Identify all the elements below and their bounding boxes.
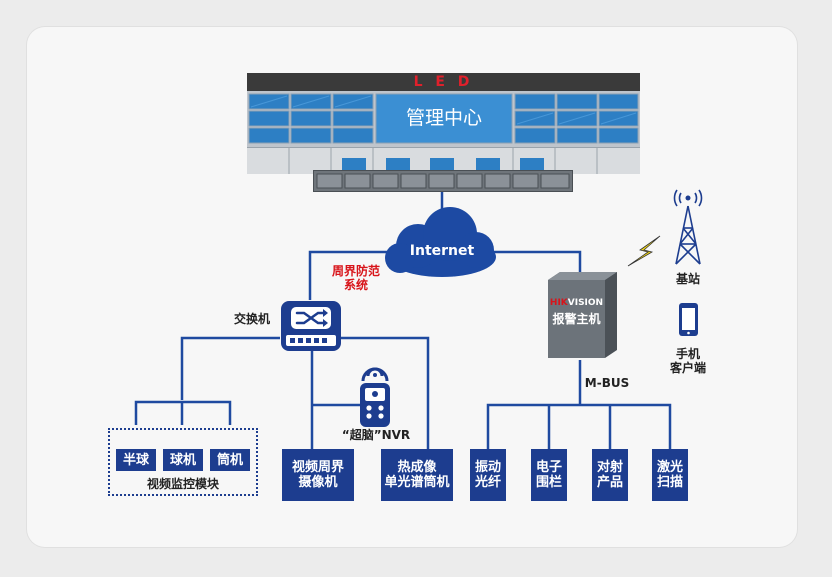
detector-beam-product: 对射 产品 xyxy=(592,449,628,501)
detector-laser-scan: 激光 扫描 xyxy=(652,449,688,501)
control-center: L E D 管理中心 xyxy=(247,73,640,174)
video-perimeter-camera: 视频周界 摄像机 xyxy=(282,449,354,501)
nvr-label: “超脑”NVR xyxy=(341,428,411,442)
video-module-item-dome: 半球 xyxy=(116,449,156,471)
video-module-title: 视频监控模块 xyxy=(146,477,219,491)
video-wall: 管理中心 xyxy=(247,91,640,147)
video-module-item-speed-dome: 球机 xyxy=(163,449,203,471)
brand-suffix: VISION xyxy=(567,298,604,308)
led-label: L E D xyxy=(413,74,474,90)
led-sign: L E D xyxy=(247,73,640,91)
video-module-item-label: 半球 xyxy=(122,452,149,468)
control-center-title: 管理中心 xyxy=(405,107,482,129)
video-module-item-label: 球机 xyxy=(169,452,196,468)
thermal-camera: 热成像 单光谱筒机 xyxy=(381,449,453,501)
mobile-client-label: 手机 客户端 xyxy=(669,347,706,375)
control-desk-slots xyxy=(316,173,570,189)
alarm-host-brand: HIKVISION xyxy=(548,298,605,309)
brand-prefix: HIK xyxy=(549,298,568,308)
detector-vibration-fiber: 振动 光纤 xyxy=(470,449,506,501)
internet-label: Internet xyxy=(409,243,475,259)
switch-label: 交换机 xyxy=(233,312,270,326)
video-wall-screens xyxy=(248,93,639,144)
detector-electric-fence: 电子 围栏 xyxy=(531,449,567,501)
video-module-frame xyxy=(108,428,258,496)
desk-area xyxy=(247,147,640,174)
video-module-item-bullet: 筒机 xyxy=(210,449,250,471)
monitors xyxy=(288,148,598,174)
control-desk xyxy=(313,170,573,192)
base-station-label: 基站 xyxy=(675,272,700,286)
perimeter-system-label: 周界防范 系统 xyxy=(331,264,380,292)
video-module-item-label: 筒机 xyxy=(216,452,243,468)
mbus-label: M-BUS xyxy=(584,376,630,390)
alarm-host-label: 报警主机 xyxy=(552,312,601,326)
